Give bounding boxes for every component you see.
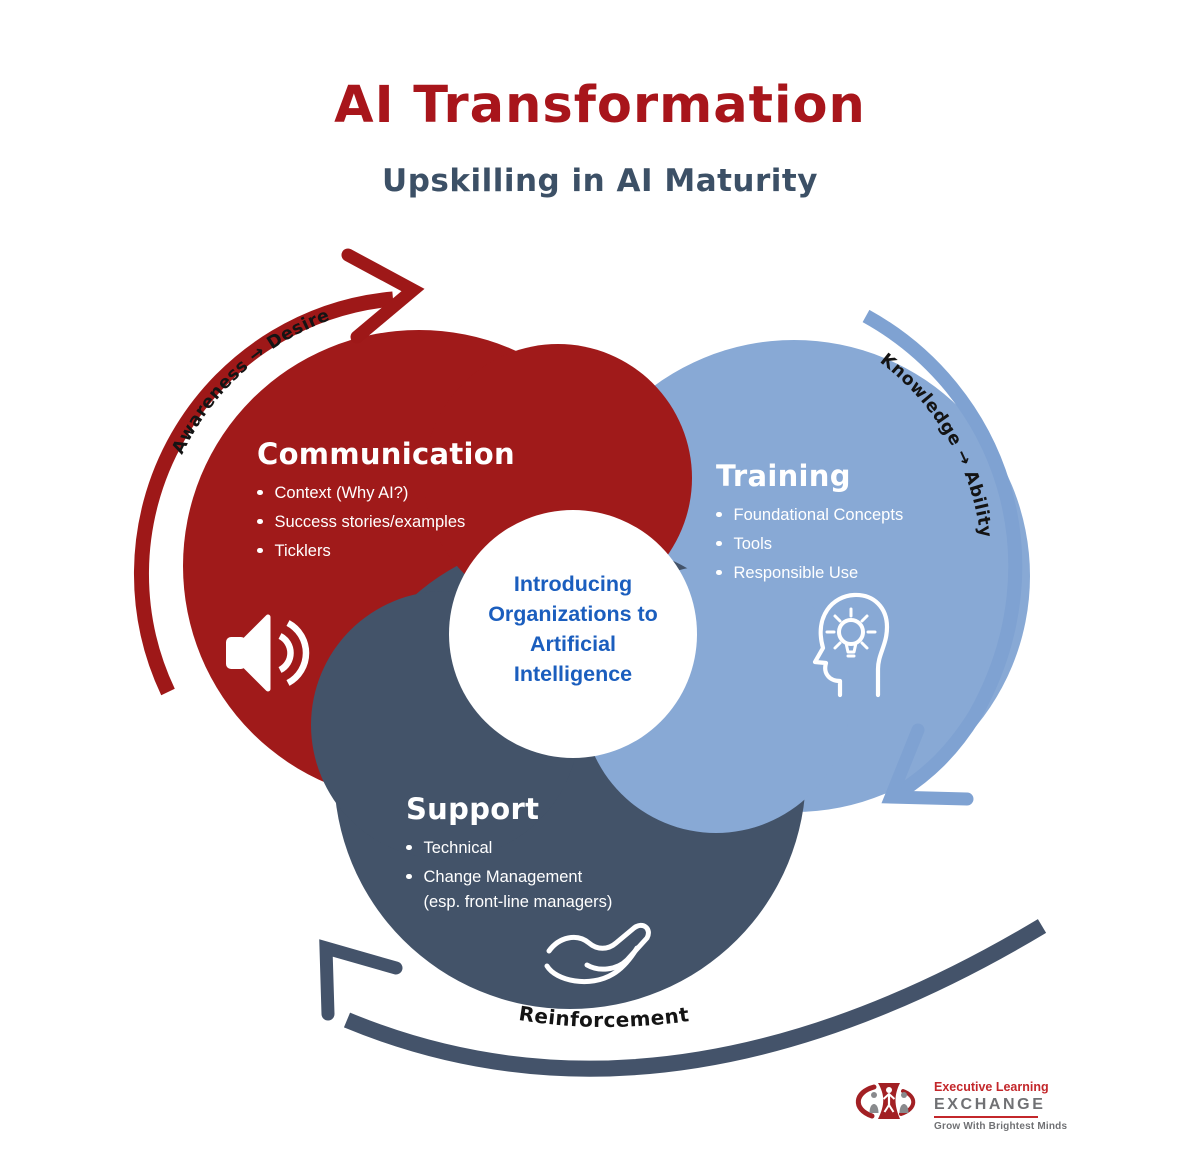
bullet-item: Context (Why AI?) bbox=[257, 484, 515, 503]
bullet-item: Tools bbox=[716, 535, 903, 554]
logo-line1: Executive Learning bbox=[934, 1080, 1049, 1094]
logo: Executive Learning EXCHANGE Grow With Br… bbox=[934, 1080, 1067, 1132]
bullet-dot bbox=[406, 873, 412, 879]
logo-tagline: Grow With Brightest Minds bbox=[934, 1121, 1068, 1132]
logo-divider bbox=[934, 1116, 1038, 1118]
center-line: Artificial bbox=[529, 632, 617, 656]
training-panel: Training Foundational Concepts Tools Res… bbox=[716, 459, 903, 593]
support-bullets: Technical Change Management (esp. front-… bbox=[406, 839, 612, 912]
bullet-dot bbox=[257, 547, 263, 553]
bullet-item: Technical bbox=[406, 839, 612, 858]
communication-title: Communication bbox=[257, 437, 515, 471]
arrow-reinforcement: Reinforcement bbox=[319, 919, 1047, 1077]
page-title: AI Transformation bbox=[334, 76, 866, 135]
bullet-dot bbox=[406, 844, 412, 850]
center-hub-circle bbox=[449, 510, 697, 758]
bullet-item: Change Management bbox=[406, 868, 612, 887]
center-line: Organizations to bbox=[488, 602, 658, 626]
center-line: Introducing bbox=[513, 572, 633, 596]
bullet-dot bbox=[257, 489, 263, 495]
speaker-icon bbox=[226, 614, 310, 692]
center-hub-label: Introducing Organizations to Artificial … bbox=[448, 569, 698, 689]
training-bullets: Foundational Concepts Tools Responsible … bbox=[716, 506, 903, 583]
arrowhead bbox=[341, 248, 425, 344]
bullet-item: Ticklers bbox=[257, 542, 515, 561]
bullet-item: Success stories/examples bbox=[257, 513, 515, 532]
training-title: Training bbox=[716, 459, 851, 493]
logo-line2: EXCHANGE bbox=[934, 1096, 1046, 1113]
page-subtitle: Upskilling in AI Maturity bbox=[382, 163, 818, 199]
bullet-item: Responsible Use bbox=[716, 564, 903, 583]
bullet-dot bbox=[716, 540, 722, 546]
arrowhead bbox=[319, 939, 403, 1021]
logo-mark bbox=[855, 1083, 916, 1119]
communication-bullets: Context (Why AI?) Success stories/exampl… bbox=[257, 484, 515, 561]
helping-hand-icon bbox=[544, 922, 651, 984]
bullet-note: (esp. front-line managers) bbox=[423, 893, 613, 911]
bullet-dot bbox=[716, 511, 722, 517]
support-panel: Support Technical Change Management (esp… bbox=[406, 792, 612, 922]
bullet-dot bbox=[716, 569, 722, 575]
head-lightbulb-icon bbox=[812, 592, 890, 698]
support-title: Support bbox=[406, 792, 540, 826]
arrowhead bbox=[881, 723, 974, 806]
center-line: Intelligence bbox=[513, 662, 633, 686]
bullet-dot bbox=[257, 518, 263, 524]
bullet-item: Foundational Concepts bbox=[716, 506, 903, 525]
communication-panel: Communication Context (Why AI?) Success … bbox=[257, 437, 515, 571]
